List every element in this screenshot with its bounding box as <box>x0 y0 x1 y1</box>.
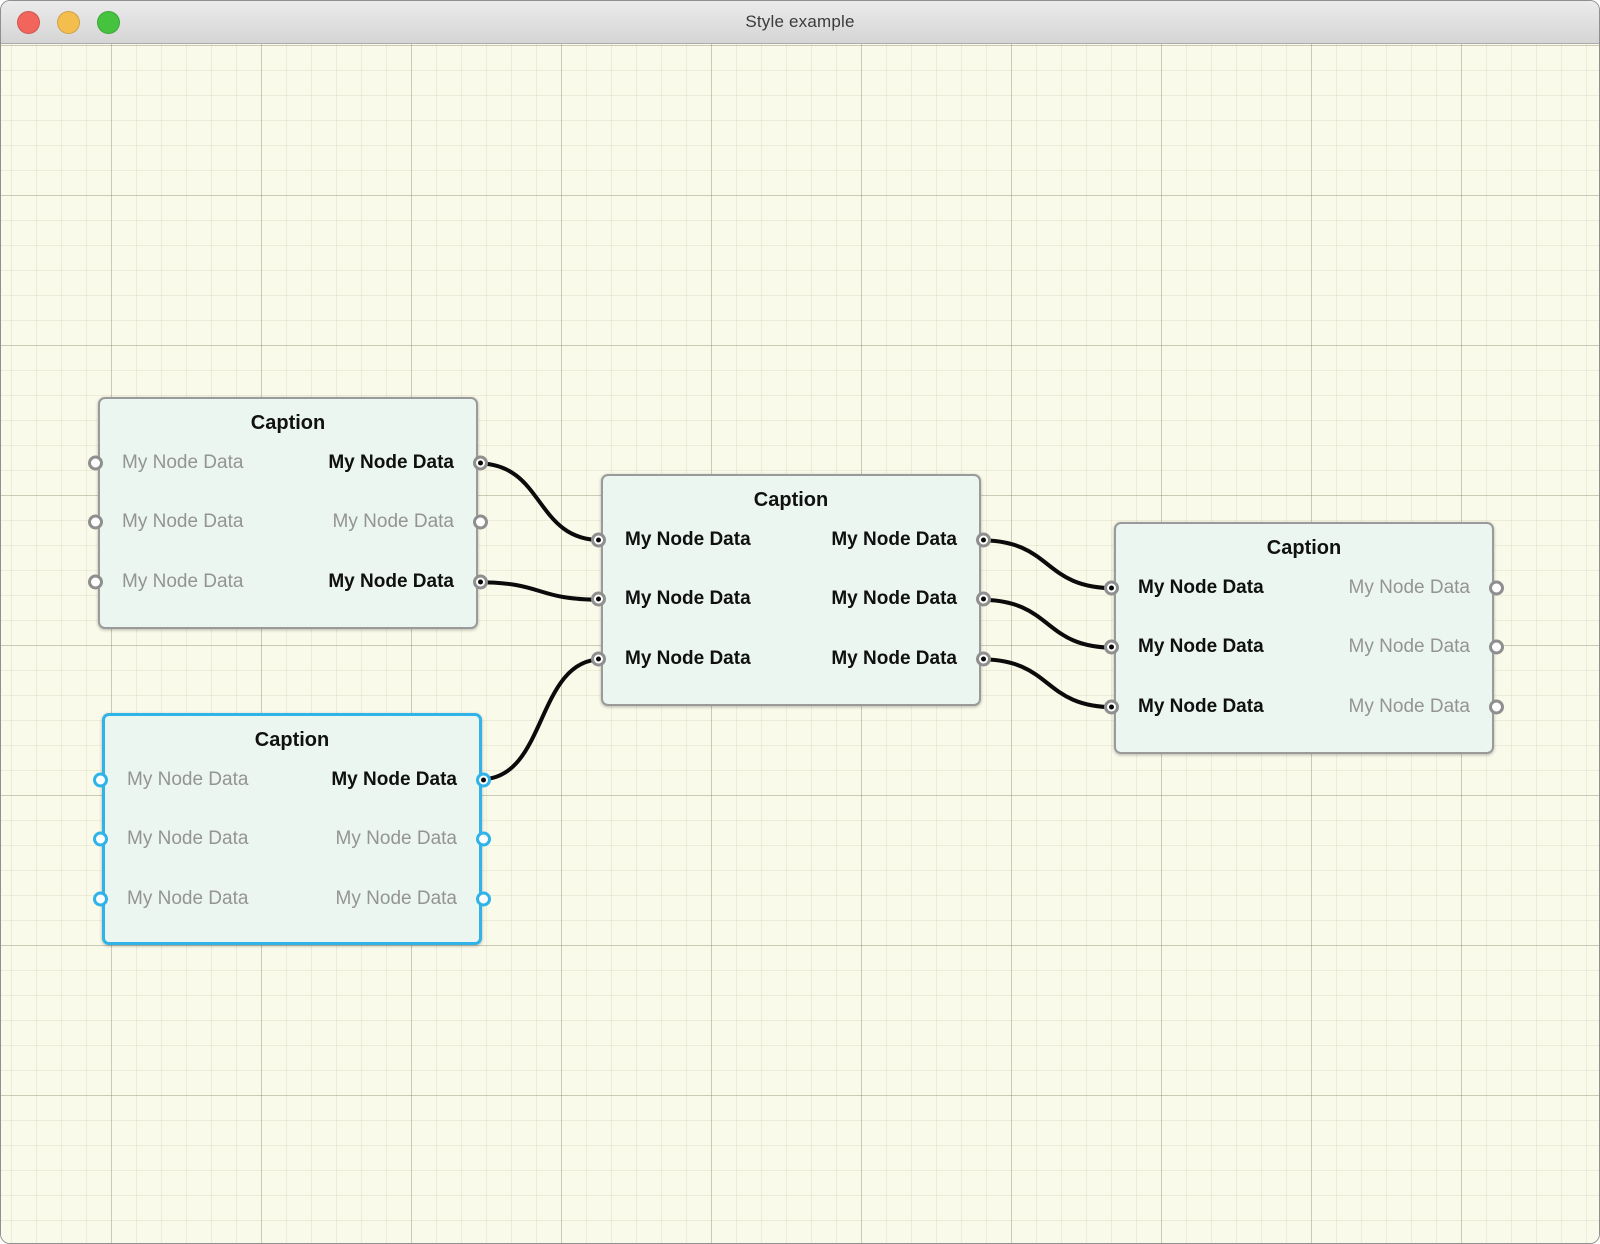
input-label: My Node Data <box>127 887 249 909</box>
output-port[interactable] <box>976 532 991 548</box>
input-port[interactable] <box>1104 639 1119 655</box>
output-label: My Node Data <box>831 647 957 669</box>
input-port[interactable] <box>93 891 108 907</box>
edge-connection[interactable] <box>475 461 604 543</box>
input-port[interactable] <box>1104 699 1119 715</box>
output-label: My Node Data <box>1348 576 1470 598</box>
node-row: My Node Data My Node Data <box>591 629 991 689</box>
input-label: My Node Data <box>625 588 751 610</box>
output-label: My Node Data <box>331 768 457 790</box>
window-title: Style example <box>745 12 855 31</box>
edge-connection[interactable] <box>978 538 1117 591</box>
node-row: My Node Data My Node Data <box>88 493 488 553</box>
output-label: My Node Data <box>328 570 454 592</box>
node-row: My Node Data My Node Data <box>1104 677 1504 737</box>
node-row: My Node Data My Node Data <box>93 810 491 870</box>
input-port[interactable] <box>591 532 606 548</box>
node-caption: Caption <box>1266 537 1342 559</box>
input-port[interactable] <box>88 455 103 471</box>
node-row: My Node Data My Node Data <box>1104 618 1504 678</box>
output-label: My Node Data <box>332 511 454 533</box>
output-port[interactable] <box>1489 639 1504 655</box>
input-label: My Node Data <box>1138 576 1264 598</box>
node-caption: Caption <box>250 412 326 434</box>
edges-layer <box>475 461 1117 782</box>
node-row: My Node Data My Node Data <box>93 750 491 810</box>
output-port[interactable] <box>476 831 491 847</box>
output-port[interactable] <box>976 651 991 667</box>
edge-connection[interactable] <box>978 657 1117 710</box>
node-caption: Caption <box>254 729 330 751</box>
output-label: My Node Data <box>831 588 957 610</box>
input-label: My Node Data <box>122 570 244 592</box>
input-label: My Node Data <box>625 647 751 669</box>
zoom-button[interactable] <box>97 10 120 34</box>
output-label: My Node Data <box>831 528 957 550</box>
node-row: My Node Data My Node Data <box>88 433 488 493</box>
edge-connection[interactable] <box>479 657 604 782</box>
close-button[interactable] <box>17 10 40 34</box>
input-port[interactable] <box>591 591 606 607</box>
input-label: My Node Data <box>122 451 244 473</box>
output-port[interactable] <box>473 514 488 530</box>
node-row: My Node Data My Node Data <box>591 570 991 630</box>
title-bar[interactable]: Style example <box>1 1 1599 44</box>
input-label: My Node Data <box>625 528 751 550</box>
node-row: My Node Data My Node Data <box>1104 558 1504 618</box>
output-label: My Node Data <box>328 451 454 473</box>
output-label: My Node Data <box>335 828 457 850</box>
traffic-lights <box>17 1 120 43</box>
output-port[interactable] <box>976 591 991 607</box>
node-caption: Caption <box>753 489 829 511</box>
input-port[interactable] <box>88 574 103 590</box>
output-port[interactable] <box>476 772 491 788</box>
node-row: My Node Data My Node Data <box>591 510 991 570</box>
input-label: My Node Data <box>127 768 249 790</box>
input-label: My Node Data <box>122 511 244 533</box>
node-row: My Node Data My Node Data <box>93 869 491 929</box>
edge-connection[interactable] <box>978 597 1117 650</box>
output-label: My Node Data <box>1348 636 1470 658</box>
input-port[interactable] <box>88 514 103 530</box>
output-port[interactable] <box>1489 699 1504 715</box>
input-label: My Node Data <box>127 828 249 850</box>
input-label: My Node Data <box>1138 636 1264 658</box>
output-port[interactable] <box>476 891 491 907</box>
input-port[interactable] <box>591 651 606 667</box>
edge-connection[interactable] <box>475 580 604 602</box>
input-port[interactable] <box>1104 580 1119 596</box>
output-port[interactable] <box>473 574 488 590</box>
output-label: My Node Data <box>335 887 457 909</box>
input-port[interactable] <box>93 831 108 847</box>
output-port[interactable] <box>473 455 488 471</box>
output-label: My Node Data <box>1348 695 1470 717</box>
input-label: My Node Data <box>1138 695 1264 717</box>
minimize-button[interactable] <box>57 10 80 34</box>
input-port[interactable] <box>93 772 108 788</box>
output-port[interactable] <box>1489 580 1504 596</box>
node-row: My Node Data My Node Data <box>88 552 488 612</box>
